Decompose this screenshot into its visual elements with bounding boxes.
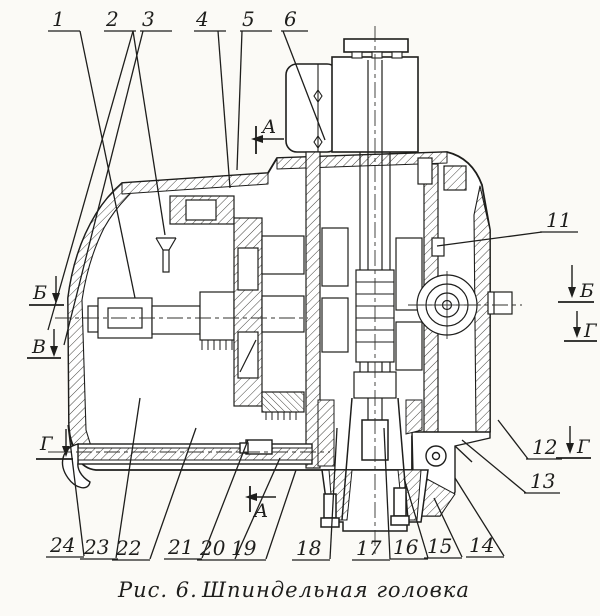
central-sleeve [233,217,305,420]
centerlines [48,26,522,556]
caption: Рис. 6. Шпиндельная головка [117,578,470,602]
top-band-hatch [121,172,269,195]
callout-leaders [46,30,578,561]
section-a-top-label: А [260,116,276,138]
section-g-left-label: Г [39,433,54,455]
callout-24: 24 [49,533,75,557]
motor-cap [343,38,409,53]
callout-13: 13 [530,469,555,493]
callout-19: 19 [231,536,257,560]
callout-6: 6 [284,7,297,31]
callout-4: 4 [195,7,209,31]
callout-23: 23 [83,535,109,559]
callout-21: 21 [167,535,193,559]
motor-assembly [285,38,419,153]
section-marker-letters: А А Б В Г Б Г Г [31,116,598,522]
section-a-bottom-label: А [252,500,268,522]
caption-prefix: Рис. 6. [117,578,198,602]
callout-14: 14 [469,533,494,557]
callout-11: 11 [546,208,571,232]
callout-3: 3 [142,7,155,31]
callout-17: 17 [356,536,382,560]
callout-18: 18 [296,536,321,560]
section-markers [27,126,597,512]
callout-12: 12 [532,435,557,459]
section-v-left-label: В [31,336,46,358]
callout-16: 16 [393,535,419,559]
caption-title: Шпиндельная головка [201,578,470,602]
callout-22: 22 [115,536,141,560]
section-g-right-bottom-label: Г [576,436,591,458]
callout-15: 15 [427,534,452,558]
callout-2: 2 [105,7,119,31]
bottom-arm [61,439,313,489]
callout-numbers: 1 2 3 4 5 6 11 12 13 24 23 22 21 20 19 1… [49,7,571,560]
callout-1: 1 [52,7,65,31]
section-g-right-label: Г [583,320,598,342]
callout-5: 5 [242,7,255,31]
section-b-right-label: Б [579,280,594,302]
callout-20: 20 [199,536,226,560]
section-b-left-label: Б [32,282,47,304]
